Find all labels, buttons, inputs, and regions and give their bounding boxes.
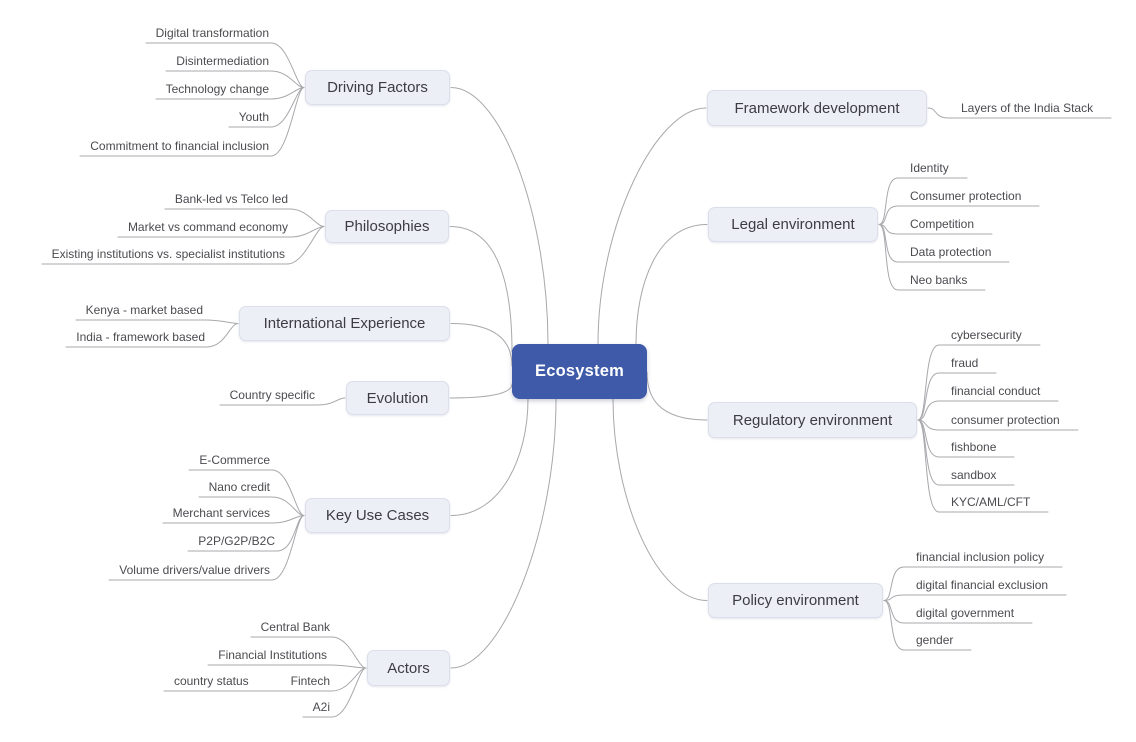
connector-curve: [646, 371, 708, 421]
leaf-node-country-status[interactable]: country status: [173, 674, 249, 688]
connector-curve: [450, 87, 549, 345]
leaf-node-financial-institutions[interactable]: Financial Institutions: [218, 648, 327, 662]
connector-curve: [597, 107, 707, 345]
branch-node-philosophies[interactable]: Philosophies: [325, 210, 449, 243]
leaf-node-fishbone[interactable]: fishbone: [951, 440, 997, 454]
leaf-node-financial-conduct[interactable]: financial conduct: [951, 384, 1041, 398]
connector-curve: [450, 398, 529, 516]
leaf-node-technology-change[interactable]: Technology change: [165, 82, 269, 96]
leaf-node-volume-drivers-value-drivers[interactable]: Volume drivers/value drivers: [119, 563, 270, 577]
connector-curve: [635, 224, 708, 345]
leaf-node-consumer-protection[interactable]: Consumer protection: [910, 189, 1022, 203]
leaf-node-fraud[interactable]: fraud: [951, 356, 979, 370]
leaf-node-p2p-g2p-b2c[interactable]: P2P/G2P/B2C: [198, 534, 275, 548]
leaf-node-e-commerce[interactable]: E-Commerce: [199, 453, 270, 467]
leaf-node-digital-financial-exclusion[interactable]: digital financial exclusion: [916, 578, 1049, 592]
connector-curve: [75, 319, 239, 324]
leaf-node-digital-transformation[interactable]: Digital transformation: [155, 26, 269, 40]
leaf-node-a2i[interactable]: A2i: [312, 700, 330, 714]
connector-curve: [450, 398, 557, 669]
branch-node-framework-development[interactable]: Framework development: [707, 90, 927, 126]
leaf-node-consumer-protection[interactable]: consumer protection: [951, 413, 1060, 427]
leaf-node-commitment-to-financial-inclusion[interactable]: Commitment to financial inclusion: [90, 139, 269, 153]
leaf-node-financial-inclusion-policy[interactable]: financial inclusion policy: [916, 550, 1045, 564]
leaf-node-cybersecurity[interactable]: cybersecurity: [951, 328, 1022, 342]
branch-node-regulatory-environment[interactable]: Regulatory environment: [708, 402, 917, 438]
connector-curve: [612, 398, 708, 601]
connector-curve: [450, 323, 513, 367]
leaf-node-merchant-services[interactable]: Merchant services: [172, 506, 270, 520]
leaf-node-digital-government[interactable]: digital government: [916, 606, 1015, 620]
leaf-node-nano-credit[interactable]: Nano credit: [208, 480, 270, 494]
leaf-row-fintech[interactable]: country status Fintech: [164, 673, 332, 691]
leaf-node-competition[interactable]: Competition: [910, 217, 975, 231]
branch-node-key-use-cases[interactable]: Key Use Cases: [305, 498, 450, 533]
leaf-node-existing-institutions-vs-specialist-institutions[interactable]: Existing institutions vs. specialist ins…: [51, 247, 285, 261]
leaf-node-sandbox[interactable]: sandbox: [951, 468, 997, 482]
leaf-node-kenya-market-based[interactable]: Kenya - market based: [85, 303, 203, 317]
leaf-node-fintech[interactable]: Fintech: [290, 674, 330, 688]
branch-node-driving-factors[interactable]: Driving Factors: [305, 70, 450, 105]
connector-curve: [207, 664, 367, 669]
branch-node-legal-environment[interactable]: Legal environment: [708, 207, 878, 242]
connector-curve: [449, 226, 513, 353]
branch-node-policy-environment[interactable]: Policy environment: [708, 583, 883, 618]
connector-curve: [449, 383, 513, 399]
center-node-ecosystem[interactable]: Ecosystem: [512, 344, 647, 399]
leaf-node-market-vs-command-economy[interactable]: Market vs command economy: [127, 220, 288, 234]
leaf-node-disintermediation[interactable]: Disintermediation: [176, 54, 269, 68]
branch-node-evolution[interactable]: Evolution: [346, 381, 449, 415]
leaf-node-neo-banks[interactable]: Neo banks: [910, 273, 968, 287]
connector-curve: [883, 594, 1067, 601]
leaf-node-central-bank[interactable]: Central Bank: [260, 620, 330, 634]
leaf-node-bank-led-vs-telco-led[interactable]: Bank-led vs Telco led: [174, 192, 288, 206]
leaf-node-data-protection[interactable]: Data protection: [910, 245, 992, 259]
branch-node-international-experience[interactable]: International Experience: [239, 306, 450, 341]
leaf-node-country-specific[interactable]: Country specific: [229, 388, 315, 402]
leaf-node-youth[interactable]: Youth: [238, 110, 269, 124]
branch-node-actors[interactable]: Actors: [367, 650, 450, 686]
leaf-node-gender[interactable]: gender: [916, 633, 954, 647]
leaf-node-identity[interactable]: Identity: [910, 161, 949, 175]
leaf-node-kyc-aml-cft[interactable]: KYC/AML/CFT: [951, 495, 1031, 509]
leaf-node-india-framework-based[interactable]: India - framework based: [76, 330, 205, 344]
leaf-node-layers-of-the-india-stack[interactable]: Layers of the India Stack: [961, 101, 1094, 115]
